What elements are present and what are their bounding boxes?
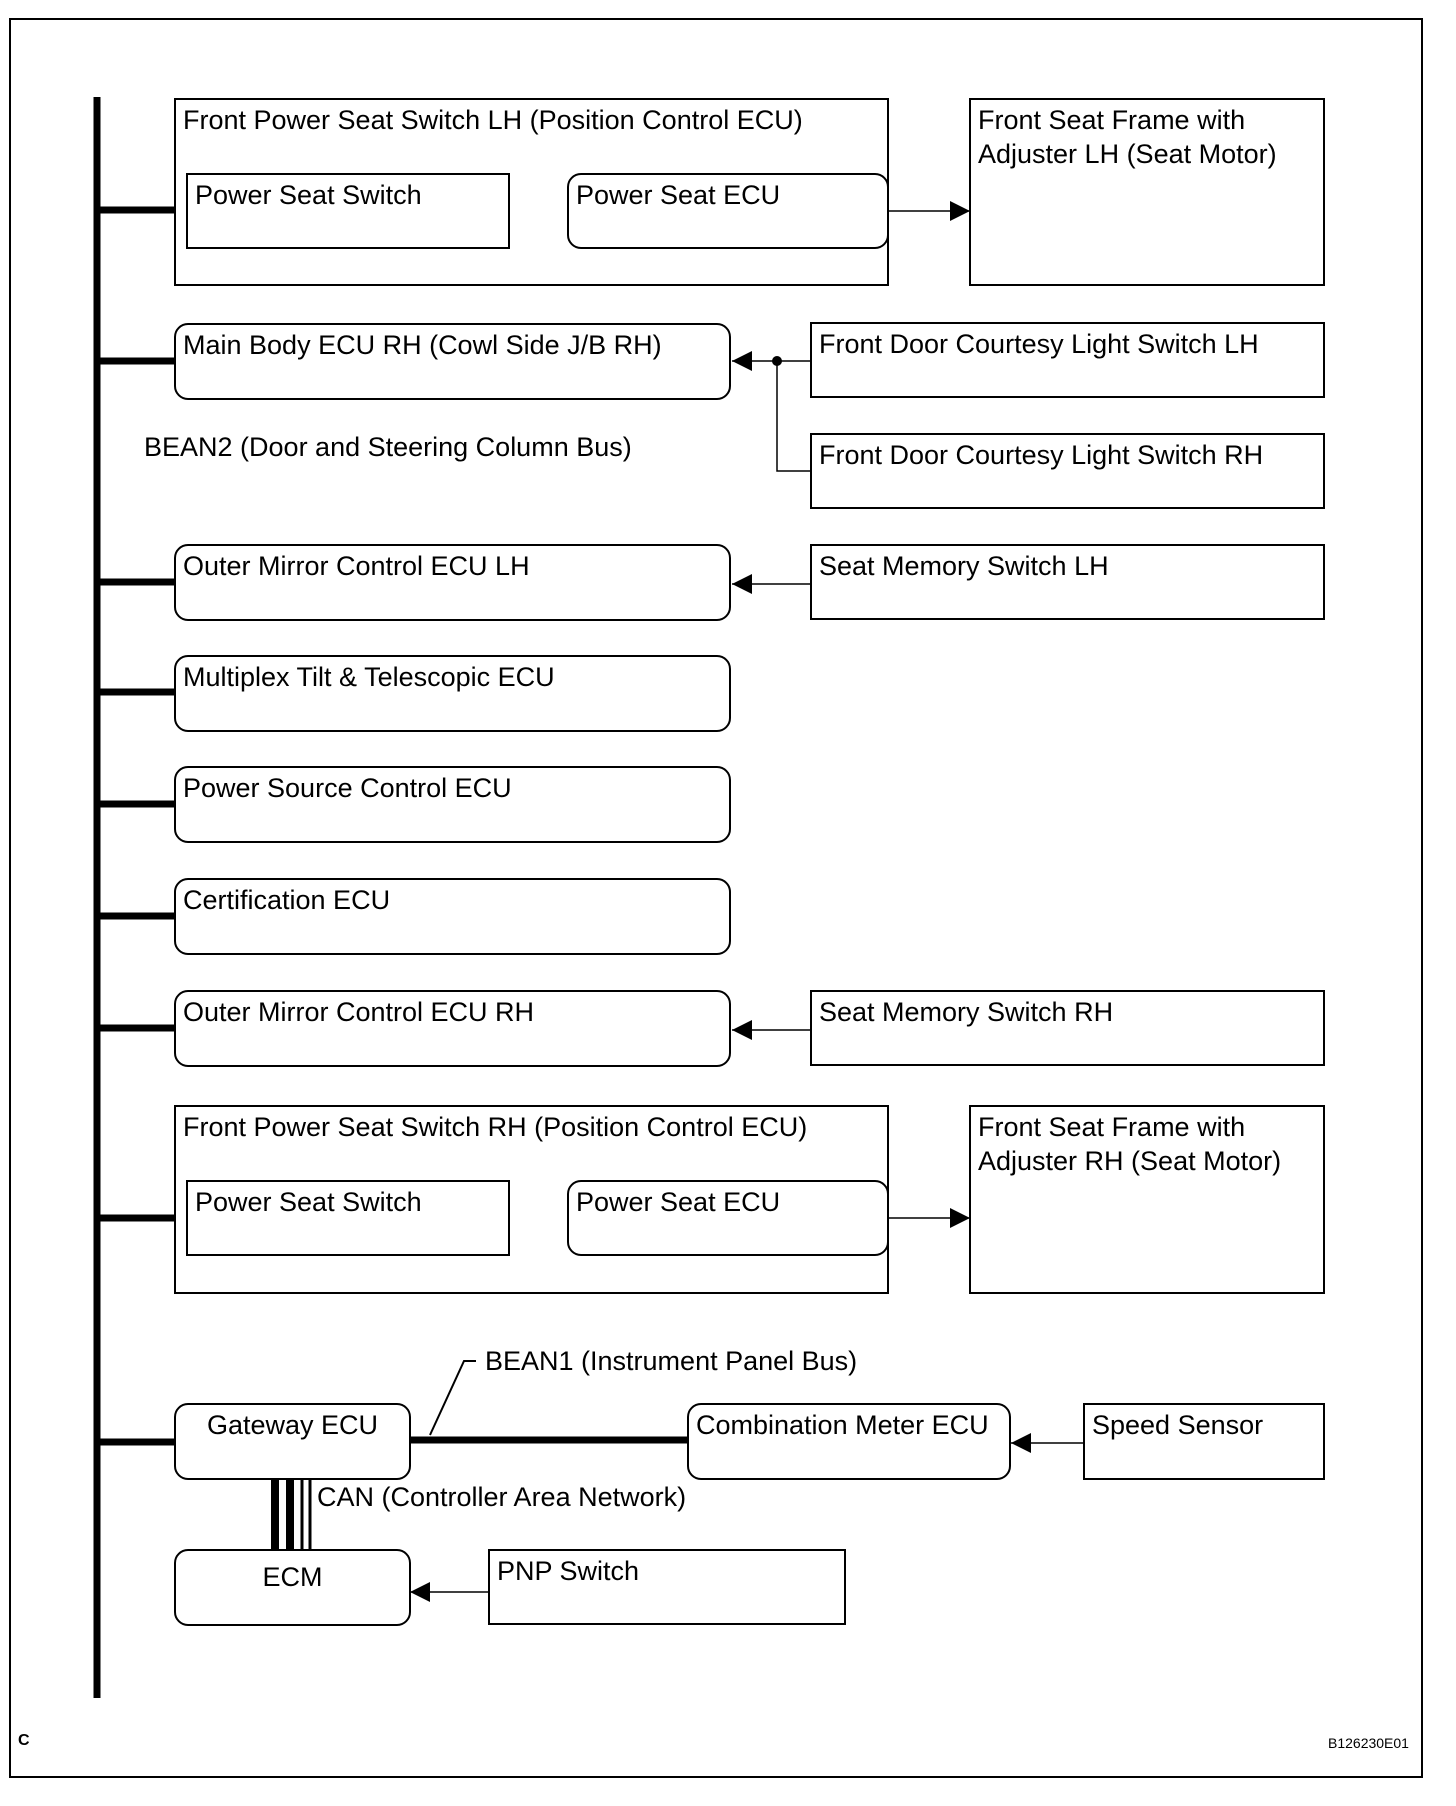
- ecm-label: ECM: [262, 1562, 323, 1592]
- speed-sensor-box: Speed Sensor: [1083, 1403, 1325, 1480]
- multiplex-tilt-telescopic-ecu-label: Multiplex Tilt & Telescopic ECU: [183, 662, 555, 692]
- can-bus-lines: [271, 1478, 312, 1550]
- outer-mirror-control-ecu-lh-box: Outer Mirror Control ECU LH: [174, 544, 731, 621]
- power-seat-switch-rh-box: Power Seat Switch: [186, 1180, 510, 1256]
- front-door-courtesy-lh-label: Front Door Courtesy Light Switch LH: [819, 329, 1259, 359]
- power-seat-ecu-rh-box: Power Seat ECU: [567, 1180, 889, 1256]
- gateway-ecu-box: Gateway ECU: [174, 1403, 411, 1480]
- power-seat-switch-rh-label: Power Seat Switch: [195, 1187, 422, 1217]
- power-seat-ecu-lh-label: Power Seat ECU: [576, 180, 781, 210]
- main-body-ecu-rh-label: Main Body ECU RH (Cowl Side J/B RH): [183, 330, 662, 360]
- outer-mirror-control-ecu-rh-label: Outer Mirror Control ECU RH: [183, 997, 535, 1027]
- power-source-control-ecu-box: Power Source Control ECU: [174, 766, 731, 843]
- front-power-seat-switch-rh-label: Front Power Seat Switch RH (Position Con…: [183, 1112, 808, 1142]
- combination-meter-ecu-box: Combination Meter ECU: [687, 1403, 1011, 1480]
- seat-memory-switch-rh-box: Seat Memory Switch RH: [810, 990, 1325, 1066]
- pnp-switch-label: PNP Switch: [497, 1556, 640, 1586]
- seat-memory-switch-rh-label: Seat Memory Switch RH: [819, 997, 1114, 1027]
- figure-code: B126230E01: [1328, 1735, 1409, 1751]
- bean2-bus-label: BEAN2 (Door and Steering Column Bus): [144, 432, 632, 462]
- corner-label: C: [18, 1732, 30, 1749]
- speed-sensor-label: Speed Sensor: [1092, 1410, 1264, 1440]
- front-seat-frame-rh-label: Front Seat Frame with Adjuster RH (Seat …: [978, 1112, 1282, 1176]
- seat-memory-switch-lh-label: Seat Memory Switch LH: [819, 551, 1109, 581]
- can-bus-label: CAN (Controller Area Network): [317, 1482, 687, 1512]
- outer-mirror-control-ecu-rh-box: Outer Mirror Control ECU RH: [174, 990, 731, 1067]
- front-door-courtesy-rh-label: Front Door Courtesy Light Switch RH: [819, 440, 1264, 470]
- seat-memory-switch-lh-box: Seat Memory Switch LH: [810, 544, 1325, 620]
- front-door-courtesy-lh-box: Front Door Courtesy Light Switch LH: [810, 322, 1325, 398]
- bean1-leader-line: [429, 1360, 476, 1436]
- ecm-box: ECM: [174, 1549, 411, 1626]
- gateway-ecu-label: Gateway ECU: [206, 1410, 379, 1440]
- diagram-frame: [9, 18, 1423, 1778]
- front-power-seat-switch-lh-label: Front Power Seat Switch LH (Position Con…: [183, 105, 803, 135]
- bean1-bus-label: BEAN1 (Instrument Panel Bus): [485, 1346, 858, 1376]
- combination-meter-ecu-label: Combination Meter ECU: [696, 1410, 989, 1440]
- power-seat-switch-lh-box: Power Seat Switch: [186, 173, 510, 249]
- front-door-courtesy-rh-box: Front Door Courtesy Light Switch RH: [810, 433, 1325, 509]
- certification-ecu-box: Certification ECU: [174, 878, 731, 955]
- front-seat-frame-lh-box: Front Seat Frame with Adjuster LH (Seat …: [969, 98, 1325, 286]
- outer-mirror-control-ecu-lh-label: Outer Mirror Control ECU LH: [183, 551, 530, 581]
- certification-ecu-label: Certification ECU: [183, 885, 391, 915]
- power-seat-switch-lh-label: Power Seat Switch: [195, 180, 422, 210]
- power-seat-ecu-rh-label: Power Seat ECU: [576, 1187, 781, 1217]
- front-seat-frame-rh-box: Front Seat Frame with Adjuster RH (Seat …: [969, 1105, 1325, 1294]
- power-seat-ecu-lh-box: Power Seat ECU: [567, 173, 889, 249]
- multiplex-tilt-telescopic-ecu-box: Multiplex Tilt & Telescopic ECU: [174, 655, 731, 732]
- junction-dot: [772, 356, 782, 366]
- pnp-switch-box: PNP Switch: [488, 1549, 846, 1625]
- main-body-ecu-rh-box: Main Body ECU RH (Cowl Side J/B RH): [174, 323, 731, 400]
- bus-stubs: [97, 206, 176, 1446]
- front-seat-frame-lh-label: Front Seat Frame with Adjuster LH (Seat …: [978, 105, 1277, 169]
- power-source-control-ecu-label: Power Source Control ECU: [183, 773, 512, 803]
